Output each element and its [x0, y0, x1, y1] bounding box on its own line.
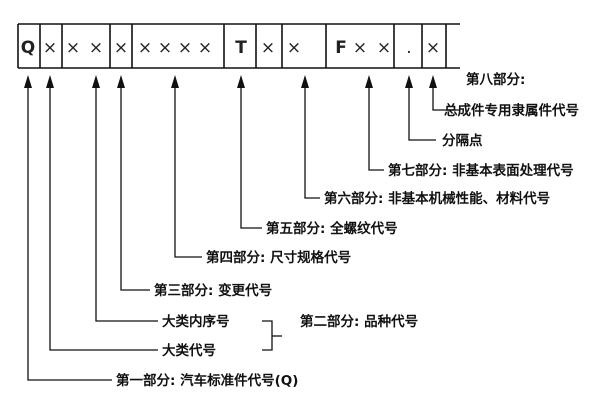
code-cell: × — [138, 38, 152, 58]
label-part8: 总成件专用隶属件代号 — [444, 102, 579, 119]
leader-part2b — [49, 86, 158, 351]
label-part4: 第四部分: 尺寸规格代号 — [206, 249, 351, 266]
code-cell: F — [335, 38, 347, 58]
code-cell: × — [261, 38, 275, 58]
code-cell: × — [43, 38, 57, 58]
code-cell: Q — [21, 38, 35, 58]
label-separator: 分隔点 — [442, 132, 483, 149]
code-cell: × — [198, 38, 212, 58]
label-part3: 第三部分: 变更代号 — [154, 282, 272, 299]
code-cell: × — [66, 38, 80, 58]
arrow-part2a — [92, 75, 100, 88]
arrow-part3 — [117, 75, 125, 88]
leader-part6 — [304, 86, 320, 199]
code-cell: × — [178, 38, 192, 58]
leader-part4 — [174, 86, 202, 258]
code-cell: × — [158, 38, 172, 58]
code-cell: T — [235, 38, 247, 58]
label-part1: 第一部分: 汽车标准件代号(Q) — [116, 372, 298, 389]
labels: 第八部分: 总成件专用隶属件代号 分隔点 第七部分: 非基本表面处理代号 第六部… — [116, 71, 579, 389]
leader-part2a — [95, 86, 158, 322]
leader-part1 — [27, 86, 112, 381]
arrow-part4 — [171, 75, 179, 88]
leader-part8 — [432, 86, 460, 111]
code-cell: × — [377, 38, 391, 58]
label-part2a: 大类内序号 — [162, 313, 230, 330]
arrow-separator — [405, 75, 413, 88]
code-cell: × — [426, 38, 440, 58]
arrow-part7 — [365, 75, 373, 88]
bracket-part2 — [262, 320, 273, 351]
leader-separator — [408, 86, 436, 141]
label-part2: 第二部分: 品种代号 — [300, 313, 418, 330]
leader-part5 — [240, 86, 262, 229]
code-cell: × — [89, 38, 103, 58]
arrow-part8 — [429, 75, 437, 88]
leader-part7 — [368, 86, 384, 171]
code-cell: × — [353, 38, 367, 58]
code-cell: . — [406, 38, 411, 58]
arrow-part2b — [46, 75, 54, 88]
code-cell: × — [287, 38, 301, 58]
code-cells: Q × × × × × × × × T × × F × ×. × — [21, 38, 440, 58]
arrow-part5 — [237, 75, 245, 88]
code-cell: × — [114, 38, 128, 58]
code-dividers — [17, 24, 447, 68]
label-part8-title: 第八部分: — [466, 71, 525, 88]
arrow-part6 — [301, 75, 309, 88]
label-part7: 第七部分: 非基本表面处理代号 — [388, 162, 574, 179]
label-part2b: 大类代号 — [162, 342, 216, 359]
leader-part3 — [120, 86, 150, 291]
arrow-part1 — [24, 75, 32, 88]
label-part5: 第五部分: 全螺纹代号 — [266, 220, 398, 237]
leader-lines — [24, 75, 460, 381]
label-part6: 第六部分: 非基本机械性能、材料代号 — [324, 190, 550, 207]
